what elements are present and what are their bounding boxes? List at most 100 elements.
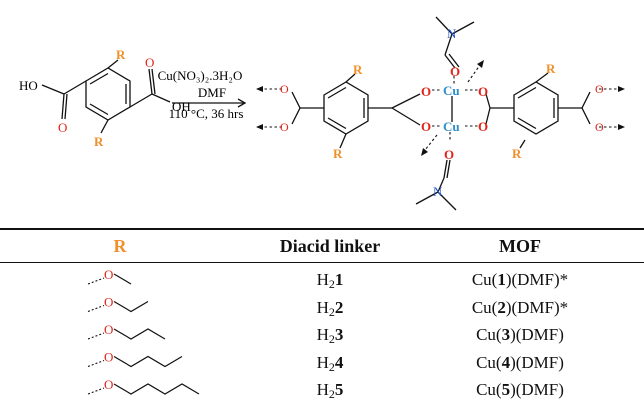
carboxylate-o-1: O [421,84,431,99]
right-terminal-o-top: O [595,82,604,96]
mof-cell: Cu(5)(DMF) [430,380,610,400]
linker-cell: H22 [260,298,400,318]
header-diacid-linker: Diacid linker [279,236,381,256]
header-r-group: R [113,236,127,256]
header-mof: MOF [499,236,541,256]
ether-oxygen: O [104,350,113,365]
mof-prefix: Cu( [476,380,502,399]
linker-number: 3 [334,325,344,344]
alkyl-chain-bonds [113,300,149,313]
coordination-bonds [262,64,619,151]
mof-number: 1 [497,270,506,289]
alkoxy-chain: O [87,322,166,340]
mof-suffix: )(DMF)* [505,270,569,289]
mof-number: 2 [497,297,506,317]
linker-number: 4 [334,352,344,372]
mof-number: 5 [501,380,511,399]
attachment-bond [87,387,105,395]
right-ring-r-bottom: R [512,146,522,161]
table-top-rule [0,228,644,230]
attachment-bond [87,304,105,313]
ether-oxygen: O [104,322,113,337]
table-header-rule [0,262,644,263]
linker-subscript: 2 [328,359,335,374]
reactant-ring [85,67,131,121]
right-terminal-o-bottom: O [595,120,604,134]
carboxylate-o-2: O [421,119,431,134]
linker-prefix: H [316,297,329,317]
arrowheads [256,60,625,156]
linker-cell: H25 [260,380,400,400]
right-ring [513,81,559,135]
right-ring-r-top: R [546,61,556,76]
mof-prefix: Cu( [471,297,498,317]
reactant-carbonyl-o-right: O [145,55,154,70]
reactant-r-bottom: R [94,134,104,149]
scheme-bonds [41,16,591,211]
linker-prefix: H [316,380,329,399]
carboxylate-o-3: O [478,84,488,99]
alkyl-chain-bonds [113,383,200,395]
mof-prefix: Cu( [471,270,498,289]
copper-atom-bottom: Cu [443,119,460,134]
reactant-hydroxyl-left: HO [19,78,38,93]
reactant-r-top: R [116,47,126,62]
linker-number: 5 [334,380,344,399]
mof-suffix: )(DMF) [510,380,564,399]
ether-oxygen: O [104,377,113,392]
linker-subscript: 2 [328,304,335,319]
mof-cell: Cu(3)(DMF) [430,325,610,345]
left-ring [323,81,369,135]
mof-cell: Cu(1)(DMF)* [430,270,610,290]
linker-subscript: 2 [328,387,335,401]
mof-suffix: )(DMF)* [505,297,569,317]
left-ring-r-bottom: R [333,146,343,161]
alkyl-chain-bonds [113,273,132,285]
solvent-label: DMF [198,85,226,100]
mof-cell: Cu(2)(DMF)* [430,298,610,318]
linker-cell: H21 [260,270,400,290]
linker-subscript: 2 [328,332,335,346]
alkoxy-chain: O [87,295,149,313]
mof-cell: Cu(4)(DMF) [430,353,610,373]
reactant-carbonyl-o-left: O [58,120,67,135]
ether-oxygen: O [104,267,113,282]
mof-suffix: )(DMF) [510,352,564,372]
copper-atom-top: Cu [443,83,460,98]
linker-prefix: H [316,325,329,344]
alkoxy-chain: O [87,267,132,285]
mof-suffix: )(DMF) [510,325,564,344]
dmf-oxygen-bottom: O [444,147,454,162]
linker-cell: H23 [260,325,400,345]
dmf-oxygen-top: O [450,64,460,79]
left-terminal-o-top: O [280,82,289,96]
mof-prefix: Cu( [476,325,502,344]
mof-prefix: Cu( [476,352,502,372]
linker-prefix: H [316,270,329,289]
alkyl-chain-bonds [113,355,183,368]
conditions-label: 110 °C, 36 hrs [169,106,244,121]
dmf-nitrogen-bottom: N [433,184,443,199]
mof-number: 3 [501,325,511,344]
linker-cell: H24 [260,353,400,373]
linker-prefix: H [316,352,329,372]
left-ring-r-top: R [353,62,363,77]
ether-oxygen: O [104,295,113,310]
left-terminal-o-bottom: O [280,120,289,134]
linker-number: 2 [334,297,344,317]
alkoxy-chain: O [87,350,183,368]
alkoxy-chain: O [87,377,200,395]
reaction-scheme: Cu(NO₃)₂.3H₂O DMF 110 °C, 36 hrs HO OH O… [19,16,625,211]
attachment-bond [87,359,105,368]
mof-number: 4 [501,352,511,372]
reagent-label: Cu(NO₃)₂.3H₂O [158,68,243,83]
dmf-nitrogen-top: N [447,26,457,41]
reactant-hydroxyl-right: OH [172,99,191,114]
linker-number: 1 [334,270,344,289]
attachment-bond [87,277,105,285]
alkyl-chain-bonds [113,328,166,340]
attachment-bond [87,332,105,340]
carboxylate-o-4: O [478,119,488,134]
